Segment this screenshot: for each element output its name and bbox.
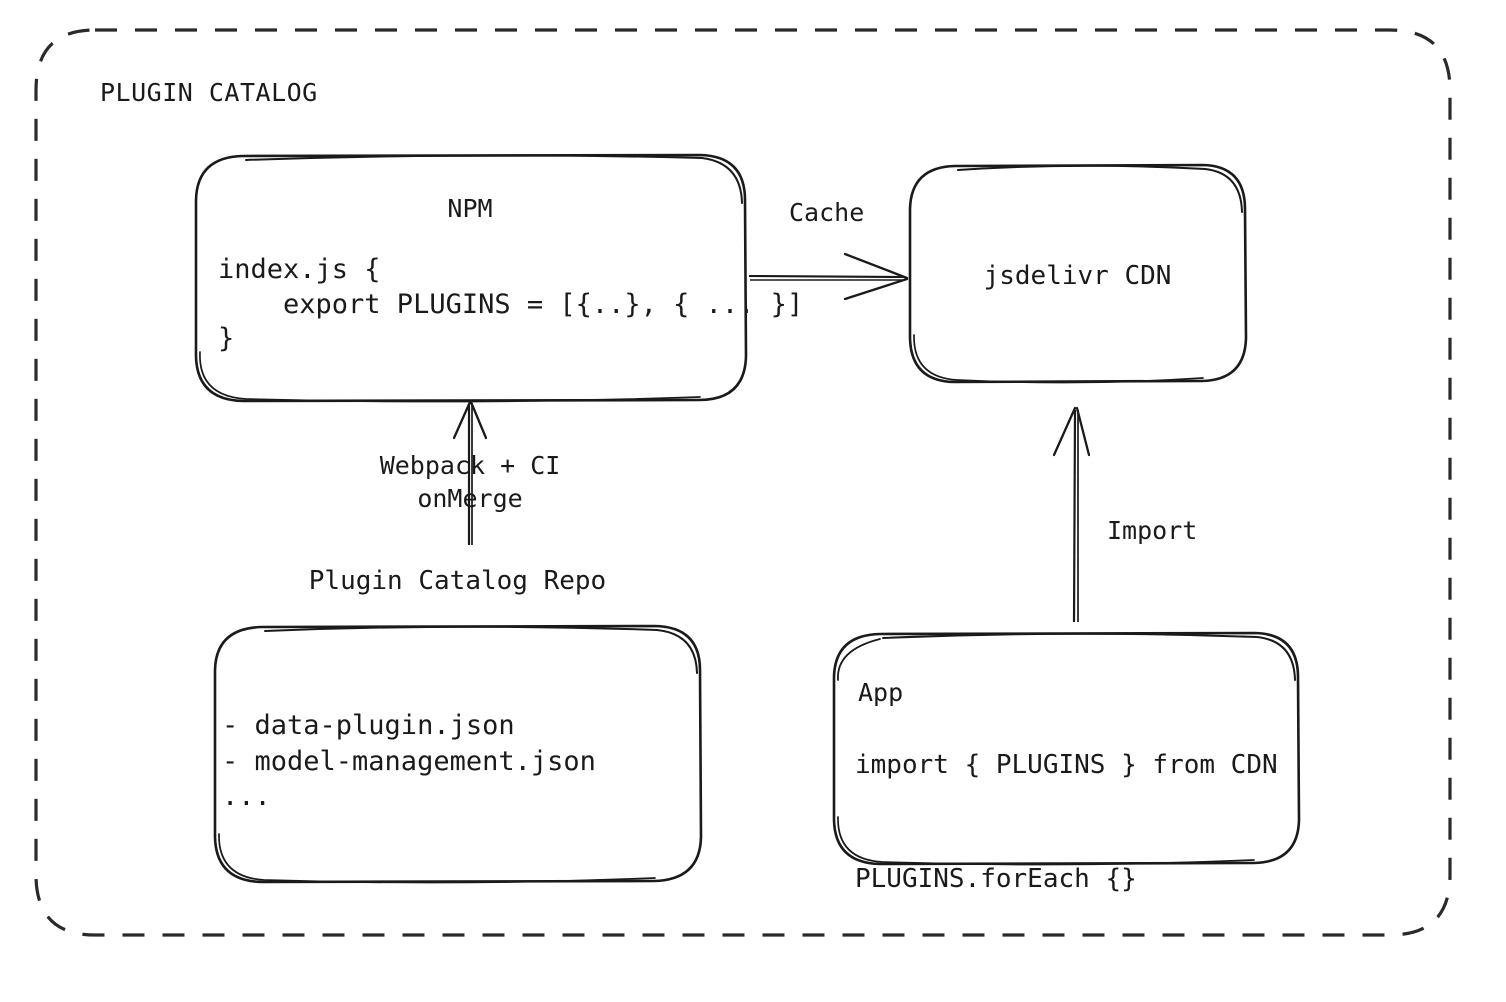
edge-import-arrow bbox=[1052, 406, 1091, 623]
repo-node-caption: Plugin Catalog Repo bbox=[308, 566, 607, 596]
edge-label-import: Import bbox=[1107, 516, 1198, 545]
edge-label-webpack: Webpack + CI onMerge bbox=[379, 451, 561, 514]
repo-node-file-list: - data-plugin.json - model-management.js… bbox=[222, 710, 596, 813]
edge-label-cache: Cache bbox=[789, 198, 865, 227]
npm-node-code: index.js { export PLUGINS = [{..}, { ...… bbox=[218, 254, 804, 355]
app-node-code: import { PLUGINS } from CDN PLUGINS.forE… bbox=[855, 750, 1278, 895]
npm-node-title: NPM bbox=[447, 194, 493, 223]
app-node-title: App bbox=[858, 678, 904, 707]
page-title: PLUGIN CATALOG bbox=[100, 78, 318, 107]
cdn-node-title: jsdelivr CDN bbox=[983, 261, 1172, 291]
